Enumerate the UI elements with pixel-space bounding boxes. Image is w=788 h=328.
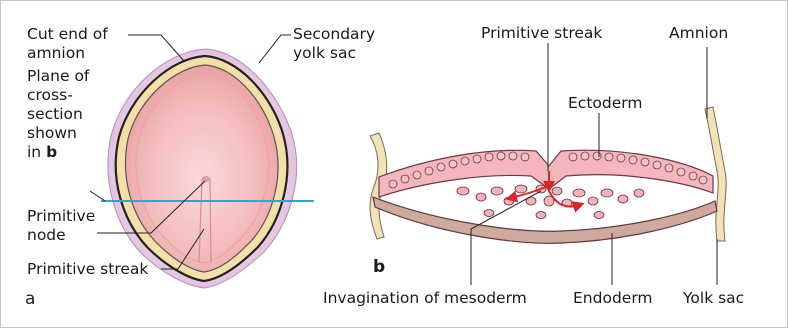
leader-plane (90, 191, 105, 201)
label-secondary-line1: Secondary (293, 25, 375, 44)
leader-secondary (259, 35, 291, 63)
primitive-node-mark (202, 176, 210, 182)
label-yolk-sac: Yolk sac (683, 290, 744, 307)
label-node-line2: node (27, 226, 95, 245)
label-secondary-yolk-sac: Secondary yolk sac (293, 25, 375, 63)
label-invagination-of-mesoderm: Invagination of mesoderm (323, 290, 527, 307)
label-node-line1: Primitive (27, 207, 95, 226)
label-plane-of-cross-section: Plane of cross- section shown in b (27, 67, 89, 162)
label-cut-end-line2: amnion (27, 44, 108, 63)
label-cut-end-line1: Cut end of (27, 25, 108, 44)
panel-letter-a: a (25, 289, 35, 309)
mesoderm-cells (457, 185, 644, 219)
panel-letter-b: b (373, 257, 385, 277)
label-primitive-streak-b: Primitive streak (481, 25, 602, 42)
label-plane-line2: cross- (27, 86, 89, 105)
panel-a-drawing (90, 35, 314, 288)
label-ectoderm: Ectoderm (568, 95, 642, 112)
label-plane-prefix: in (27, 143, 46, 161)
label-amnion: Amnion (669, 25, 728, 42)
label-plane-line4: shown (27, 124, 89, 143)
label-primitive-node: Primitive node (27, 207, 95, 245)
label-plane-line5: in b (27, 143, 89, 162)
label-plane-ref: b (46, 143, 57, 161)
label-cut-end-of-amnion: Cut end of amnion (27, 25, 108, 63)
label-endoderm: Endoderm (573, 290, 653, 307)
label-plane-line3: section (27, 105, 89, 124)
label-primitive-streak-a: Primitive streak (27, 261, 148, 278)
label-secondary-line2: yolk sac (293, 44, 375, 63)
label-plane-line1: Plane of (27, 67, 89, 86)
panel-b-drawing (370, 43, 726, 285)
